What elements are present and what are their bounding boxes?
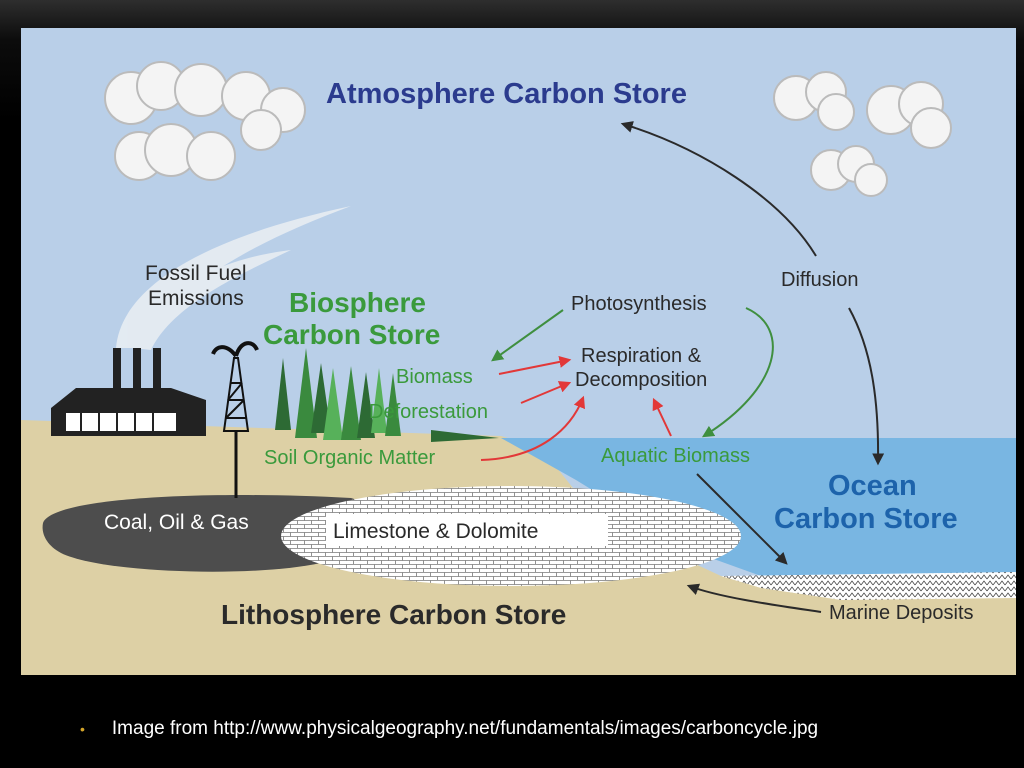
respiration-label-1: Respiration & xyxy=(581,345,702,367)
carbon-cycle-diagram: Atmosphere Carbon Store Fossil Fuel Emis… xyxy=(21,28,1016,675)
bullet-icon: • xyxy=(80,721,85,737)
arrow-photosynthesis-aquatic xyxy=(701,307,774,438)
arrow-aquatic-marine xyxy=(696,473,788,565)
oil-derrick xyxy=(211,341,259,498)
arrow-photosynthesis-biosphere xyxy=(491,309,564,362)
clouds-right xyxy=(773,71,952,197)
factory xyxy=(51,348,206,436)
ocean-store-label-2: Carbon Store xyxy=(774,503,958,535)
limestone-label-bg xyxy=(326,514,608,546)
photosynthesis-label: Photosynthesis xyxy=(571,293,707,315)
caption-text: Image from http://www.physicalgeography.… xyxy=(111,718,819,739)
arrow-soil-respiration xyxy=(480,395,585,461)
coal-oil-gas-deposit xyxy=(42,495,364,572)
arrow-diffusion-down xyxy=(848,307,885,466)
soil-organic-matter-label: Soil Organic Matter xyxy=(264,447,436,469)
ocean-area xyxy=(501,438,1016,576)
diffusion-label: Diffusion xyxy=(781,269,858,291)
arrow-aquatic-respiration xyxy=(652,397,672,437)
arrow-diffusion-up xyxy=(620,121,817,257)
limestone-dolomite-label: Limestone & Dolomite xyxy=(333,520,538,543)
biomass-label: Biomass xyxy=(396,366,473,388)
image-source-caption: • Image from http://www.physicalgeography… xyxy=(80,718,818,740)
aquatic-biomass-label: Aquatic Biomass xyxy=(601,445,750,467)
coal-oil-gas-label: Coal, Oil & Gas xyxy=(104,511,249,534)
respiration-label-2: Decomposition xyxy=(575,369,707,391)
ocean-store-label-1: Ocean xyxy=(828,470,917,502)
forest xyxy=(275,348,499,442)
arrow-deforestation-respiration xyxy=(520,381,572,404)
biosphere-label-1: Biosphere xyxy=(289,287,426,318)
marine-deposits-label: Marine Deposits xyxy=(829,602,974,624)
clouds-left xyxy=(104,61,306,181)
arrow-biomass-respiration xyxy=(498,355,572,375)
lithosphere-store-label: Lithosphere Carbon Store xyxy=(221,599,566,630)
fossil-fuel-label-2: Emissions xyxy=(148,287,244,310)
biosphere-label-2: Carbon Store xyxy=(263,319,440,350)
fossil-fuel-label-1: Fossil Fuel xyxy=(145,262,247,285)
marine-deposits-layer xyxy=(721,572,1016,600)
deforestation-label: Deforestation xyxy=(369,401,488,423)
atmosphere-store-label: Atmosphere Carbon Store xyxy=(326,78,687,110)
arrow-marine-limestone xyxy=(686,583,822,613)
smoke-plumes xyxy=(116,206,351,350)
flow-arrows xyxy=(480,121,885,613)
